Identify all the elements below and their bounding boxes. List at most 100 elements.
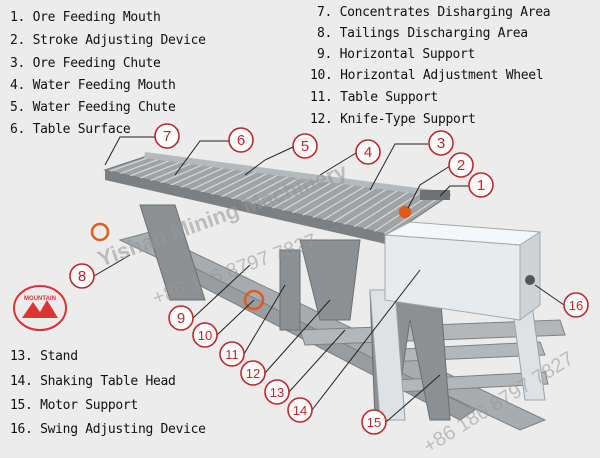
table-riffle [353, 189, 412, 228]
table-riffle [343, 188, 401, 226]
legend-item: 7. Concentrates Disharging Area [317, 5, 551, 20]
table-riffle [189, 167, 238, 191]
table-riffle [230, 173, 281, 200]
callout-circle [240, 360, 266, 386]
table-riffle [322, 185, 379, 221]
callout-10: 10 [192, 322, 218, 348]
mountain-logo: MOUNTAIN [13, 285, 67, 331]
callout-circle [192, 322, 218, 348]
callout-4: 4 [355, 139, 381, 165]
callout-12: 12 [240, 360, 266, 386]
callout-number: 3 [437, 135, 445, 152]
callout-circle [292, 133, 318, 159]
callout-circle [69, 263, 95, 289]
table-riffle [261, 177, 314, 207]
callout-circle [219, 341, 245, 367]
legend-item: 3. Ore Feeding Chute [10, 56, 161, 71]
callout-number: 1 [477, 177, 485, 194]
callout-2: 2 [448, 152, 474, 178]
legend-item: 4. Water Feeding Mouth [10, 78, 176, 93]
horizontal-adjustment-wheel-left [90, 222, 110, 242]
callout-circle [468, 172, 494, 198]
legend-item: 11. Table Support [310, 90, 438, 105]
callout-number: 11 [225, 347, 239, 362]
callout-number: 13 [270, 385, 284, 400]
callout-13: 13 [264, 379, 290, 405]
callout-number: 8 [78, 268, 86, 285]
callout-number: 12 [246, 366, 260, 381]
callout-circle [287, 397, 313, 423]
callout-circle [264, 379, 290, 405]
legend-item: 9. Horizontal Support [317, 47, 476, 62]
table-riffle [302, 182, 358, 216]
callout-number: 14 [293, 403, 307, 418]
callout-11: 11 [219, 341, 245, 367]
table-riffle [138, 160, 183, 180]
table-riffle [169, 164, 216, 187]
callout-circle [563, 292, 589, 318]
stroke-adjusting-device [398, 205, 412, 219]
svg-text:MOUNTAIN: MOUNTAIN [24, 296, 56, 302]
callout-number: 15 [367, 415, 381, 430]
callout-number: 2 [457, 157, 465, 174]
legend-item: 14. Shaking Table Head [10, 374, 176, 389]
legend-item: 5. Water Feeding Chute [10, 100, 176, 115]
swing-adjusting-device [525, 275, 535, 285]
legend-item: 15. Motor Support [10, 398, 138, 413]
callout-circle [168, 305, 194, 331]
water-feeding-chute [144, 152, 443, 198]
callout-number: 10 [198, 328, 212, 343]
table-riffle [199, 168, 249, 194]
table-riffle [291, 181, 347, 214]
legend-item: 6. Table Surface [10, 122, 131, 137]
callout-number: 16 [569, 298, 583, 313]
table-riffle [210, 170, 260, 196]
horizontal-adjustment-wheel [243, 289, 265, 311]
callout-number: 9 [177, 310, 185, 327]
table-riffle [312, 184, 369, 219]
callout-number: 6 [237, 132, 245, 149]
callout-14: 14 [287, 397, 313, 423]
table-riffle [363, 190, 423, 230]
table-riffle [128, 159, 172, 178]
table-riffle [118, 157, 162, 175]
legend-item: 10. Horizontal Adjustment Wheel [310, 68, 544, 83]
callout-3: 3 [428, 130, 454, 156]
callout-9: 9 [168, 305, 194, 331]
table-riffle [158, 163, 205, 184]
callout-5: 5 [292, 133, 318, 159]
callout-number: 5 [301, 138, 309, 155]
table-riffle [281, 179, 336, 212]
table-riffle [107, 156, 151, 173]
callout-16: 16 [563, 292, 589, 318]
table-riffle [148, 161, 194, 182]
callout-circle [361, 409, 387, 435]
legend-item: 16. Swing Adjusting Device [10, 422, 206, 437]
callout-circle [355, 139, 381, 165]
callout-number: 7 [163, 128, 171, 145]
callout-circle [228, 127, 254, 153]
table-riffle [384, 193, 445, 235]
callout-6: 6 [228, 127, 254, 153]
legend-item: 13. Stand [10, 349, 78, 364]
callout-number: 4 [364, 144, 372, 161]
callout-circle [154, 123, 180, 149]
callout-1: 1 [468, 172, 494, 198]
table-surface [103, 154, 452, 245]
table-riffle [240, 174, 292, 203]
legend-item: 1. Ore Feeding Mouth [10, 10, 161, 25]
table-riffle [251, 175, 303, 205]
legend-item: 12. Knife-Type Support [310, 112, 476, 127]
ore-feeding-mouth [420, 190, 450, 200]
table-riffle [332, 186, 390, 223]
callout-8: 8 [69, 263, 95, 289]
shaking-table-head [383, 221, 542, 321]
table-riffle [220, 171, 271, 198]
callout-circle [448, 152, 474, 178]
callout-7: 7 [154, 123, 180, 149]
legend-item: 8. Tailings Discharging Area [317, 26, 528, 41]
callout-circle [428, 130, 454, 156]
table-riffle [271, 178, 325, 210]
legend-item: 2. Stroke Adjusting Device [10, 33, 206, 48]
